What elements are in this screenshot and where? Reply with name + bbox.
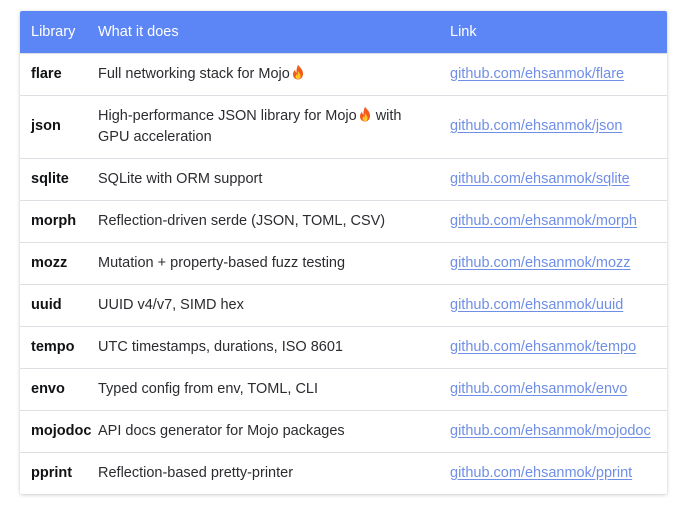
link-morph[interactable]: github.com/ehsanmok/morph bbox=[450, 212, 637, 229]
library-name: mojodoc bbox=[31, 422, 92, 439]
description-text: Typed config from env, TOML, CLI bbox=[98, 380, 319, 397]
link-sqlite[interactable]: github.com/ehsanmok/sqlite bbox=[450, 170, 630, 187]
library-name: flare bbox=[31, 65, 62, 82]
library-name: mozz bbox=[31, 254, 68, 271]
table-row-morph: morph Reflection-driven serde (JSON, TOM… bbox=[20, 200, 667, 242]
library-link-cell: github.com/ehsanmok/tempo bbox=[438, 326, 667, 368]
library-link-cell: github.com/ehsanmok/mojodoc bbox=[438, 410, 667, 452]
table-row-flare: flare Full networking stack for Mojo git… bbox=[20, 53, 667, 95]
library-name: pprint bbox=[31, 464, 73, 481]
header-what-it-does: What it does bbox=[98, 23, 179, 40]
library-description: UTC timestamps, durations, ISO 8601 bbox=[98, 326, 438, 368]
library-link-cell: github.com/ehsanmok/envo bbox=[438, 368, 667, 410]
library-link-cell: github.com/ehsanmok/json bbox=[438, 95, 667, 158]
header-link: Link bbox=[450, 23, 477, 40]
description-text: Full networking stack for Mojo bbox=[98, 65, 290, 82]
table-body: flare Full networking stack for Mojo git… bbox=[20, 53, 667, 494]
link-flare[interactable]: github.com/ehsanmok/flare bbox=[450, 65, 625, 82]
fire-emoji-icon bbox=[357, 106, 372, 124]
table-row-pprint: pprint Reflection-based pretty-printer g… bbox=[20, 452, 667, 494]
library-link-cell: github.com/ehsanmok/sqlite bbox=[438, 158, 667, 200]
library-description: API docs generator for Mojo packages bbox=[98, 410, 438, 452]
table-row-sqlite: sqlite SQLite with ORM support github.co… bbox=[20, 158, 667, 200]
table-row-envo: envo Typed config from env, TOML, CLI gi… bbox=[20, 368, 667, 410]
library-description: Reflection-based pretty-printer bbox=[98, 452, 438, 494]
library-description: Reflection-driven serde (JSON, TOML, CSV… bbox=[98, 200, 438, 242]
library-name: json bbox=[31, 118, 61, 134]
link-mojodoc[interactable]: github.com/ehsanmok/mojodoc bbox=[450, 422, 651, 439]
library-description: High-performance JSON library for Mojo w… bbox=[98, 95, 438, 158]
library-description: Mutation + property-based fuzz testing bbox=[98, 242, 438, 284]
description-text: High-performance JSON library for Mojo bbox=[98, 107, 357, 124]
description-tail: with GPU acceleration bbox=[98, 107, 402, 145]
link-uuid[interactable]: github.com/ehsanmok/uuid bbox=[450, 296, 624, 313]
library-name: envo bbox=[31, 380, 65, 397]
library-name: tempo bbox=[31, 338, 75, 355]
library-link-cell: github.com/ehsanmok/morph bbox=[438, 200, 667, 242]
table-row-mojodoc: mojodoc API docs generator for Mojo pack… bbox=[20, 410, 667, 452]
table-header: Library What it does Link bbox=[20, 11, 667, 53]
header-library: Library bbox=[31, 23, 76, 40]
table-row-tempo: tempo UTC timestamps, durations, ISO 860… bbox=[20, 326, 667, 368]
description-text: Reflection-driven serde (JSON, TOML, CSV… bbox=[98, 212, 386, 229]
link-tempo[interactable]: github.com/ehsanmok/tempo bbox=[450, 338, 637, 355]
library-link-cell: github.com/ehsanmok/mozz bbox=[438, 242, 667, 284]
table-row-uuid: uuid UUID v4/v7, SIMD hex github.com/ehs… bbox=[20, 284, 667, 326]
description-text: Reflection-based pretty-printer bbox=[98, 464, 294, 481]
fire-emoji-icon bbox=[290, 64, 305, 82]
library-name: sqlite bbox=[31, 170, 69, 187]
library-description: UUID v4/v7, SIMD hex bbox=[98, 284, 438, 326]
description-text: UTC timestamps, durations, ISO 8601 bbox=[98, 338, 343, 355]
table-row-json: json High-performance JSON library for M… bbox=[20, 95, 667, 158]
library-description: Full networking stack for Mojo bbox=[98, 53, 438, 95]
library-name: morph bbox=[31, 212, 77, 229]
table-row-mozz: mozz Mutation + property-based fuzz test… bbox=[20, 242, 667, 284]
description-text: API docs generator for Mojo packages bbox=[98, 422, 345, 439]
library-link-cell: github.com/ehsanmok/uuid bbox=[438, 284, 667, 326]
library-name: uuid bbox=[31, 296, 62, 313]
link-pprint[interactable]: github.com/ehsanmok/pprint bbox=[450, 464, 633, 481]
description-text: SQLite with ORM support bbox=[98, 170, 263, 187]
description-text: UUID v4/v7, SIMD hex bbox=[98, 296, 244, 313]
library-link-cell: github.com/ehsanmok/flare bbox=[438, 53, 667, 95]
link-mozz[interactable]: github.com/ehsanmok/mozz bbox=[450, 254, 631, 271]
description-text: Mutation + property-based fuzz testing bbox=[98, 254, 346, 271]
library-description: SQLite with ORM support bbox=[98, 158, 438, 200]
library-description: Typed config from env, TOML, CLI bbox=[98, 368, 438, 410]
header-row: Library What it does Link bbox=[20, 11, 667, 53]
link-envo[interactable]: github.com/ehsanmok/envo bbox=[450, 380, 628, 397]
library-link-cell: github.com/ehsanmok/pprint bbox=[438, 452, 667, 494]
library-table-card: Library What it does Link flare Full net… bbox=[20, 11, 667, 494]
link-json[interactable]: github.com/ehsanmok/json bbox=[450, 118, 623, 134]
cutoff-text-fragment bbox=[20, 504, 620, 508]
library-table: Library What it does Link flare Full net… bbox=[20, 11, 667, 494]
